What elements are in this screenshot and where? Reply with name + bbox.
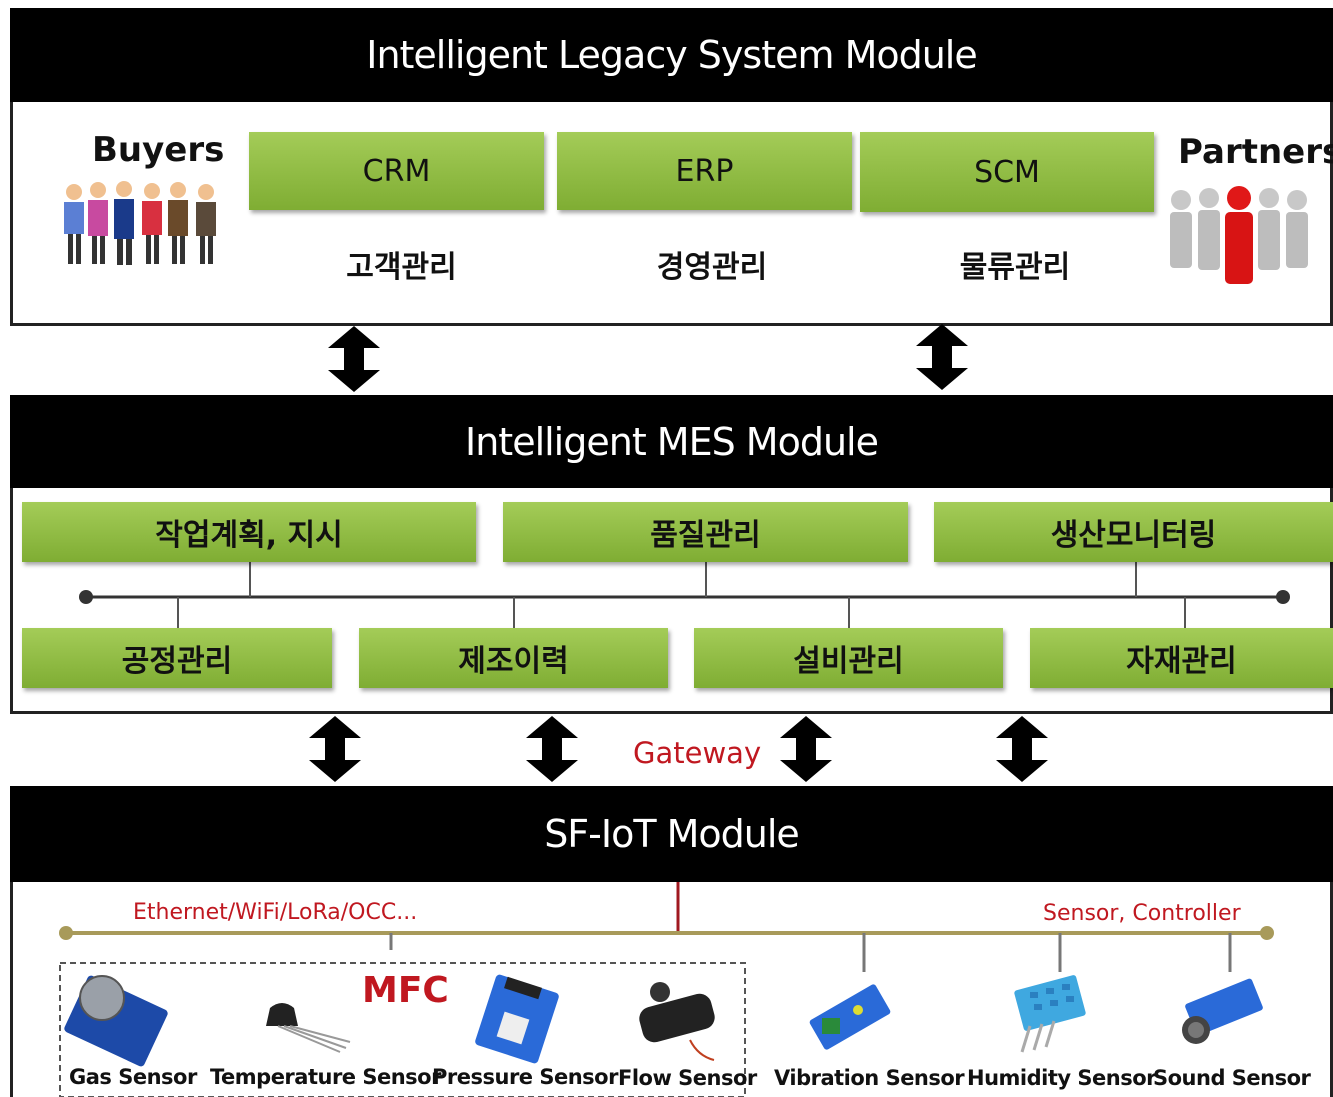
pressure-sensor-label: Pressure Sensor — [432, 1065, 618, 1089]
mes-iot-arrow-4 — [996, 716, 1048, 782]
crm-box: CRM — [249, 132, 544, 210]
mes-module-title: Intelligent MES Module — [465, 419, 879, 464]
mes-bottom-label-1: 공정관리 — [121, 644, 233, 679]
humidity-sensor-label: Humidity Sensor — [967, 1066, 1156, 1090]
mes-bottom-label-3: 설비관리 — [793, 644, 904, 679]
mes-top-label-2: 품질관리 — [650, 518, 761, 553]
scm-box: SCM — [860, 132, 1154, 212]
erp-sub-label: 경영관리 — [656, 250, 768, 285]
mes-bottom-box-2: 제조이력 — [359, 628, 668, 688]
legacy-mes-arrow-right — [916, 324, 968, 390]
mes-bottom-box-3: 설비관리 — [694, 628, 1003, 688]
legacy-mes-arrow-left — [328, 326, 380, 392]
mes-top-box-3: 생산모니터링 — [934, 502, 1333, 562]
mes-module-header: Intelligent MES Module — [10, 395, 1333, 488]
mes-iot-arrow-1 — [309, 716, 361, 782]
iot-module-title: SF-IoT Module — [544, 812, 800, 856]
legacy-module-title: Intelligent Legacy System Module — [366, 33, 978, 77]
gateway-label: Gateway — [633, 736, 762, 770]
crm-sub-label: 고객관리 — [346, 250, 457, 285]
flow-sensor-label: Flow Sensor — [618, 1066, 757, 1090]
network-protocols-label: Ethernet/WiFi/LoRa/OCC... — [133, 900, 418, 925]
temperature-sensor-label: Temperature Sensor — [210, 1065, 441, 1089]
erp-box: ERP — [557, 132, 852, 210]
mes-bottom-box-4: 자재관리 — [1030, 628, 1333, 688]
mfc-label: MFC — [362, 970, 449, 1011]
legacy-module-header: Intelligent Legacy System Module — [10, 8, 1333, 102]
mes-top-box-1: 작업계획, 지시 — [22, 502, 476, 562]
mes-bottom-box-1: 공정관리 — [22, 628, 332, 688]
sound-sensor-label: Sound Sensor — [1153, 1066, 1311, 1090]
crm-label: CRM — [362, 153, 431, 189]
mes-top-box-2: 품질관리 — [503, 502, 908, 562]
mes-top-label-1: 작업계획, 지시 — [155, 518, 343, 553]
scm-sub-label: 물류관리 — [959, 250, 1071, 285]
mes-bottom-label-2: 제조이력 — [458, 644, 569, 679]
mes-bottom-label-4: 자재관리 — [1126, 644, 1237, 679]
iot-module-header: SF-IoT Module — [10, 786, 1333, 882]
scm-label: SCM — [974, 154, 1040, 190]
gas-sensor-label: Gas Sensor — [69, 1065, 197, 1089]
buyers-label: Buyers — [92, 130, 225, 170]
erp-label: ERP — [675, 153, 734, 189]
mes-iot-arrow-2 — [526, 716, 578, 782]
partners-label: Partners — [1178, 132, 1333, 172]
sensor-controller-label: Sensor, Controller — [1043, 901, 1241, 926]
mes-top-label-3: 생산모니터링 — [1050, 518, 1217, 553]
vibration-sensor-label: Vibration Sensor — [774, 1066, 965, 1090]
mes-iot-arrow-3 — [780, 716, 832, 782]
